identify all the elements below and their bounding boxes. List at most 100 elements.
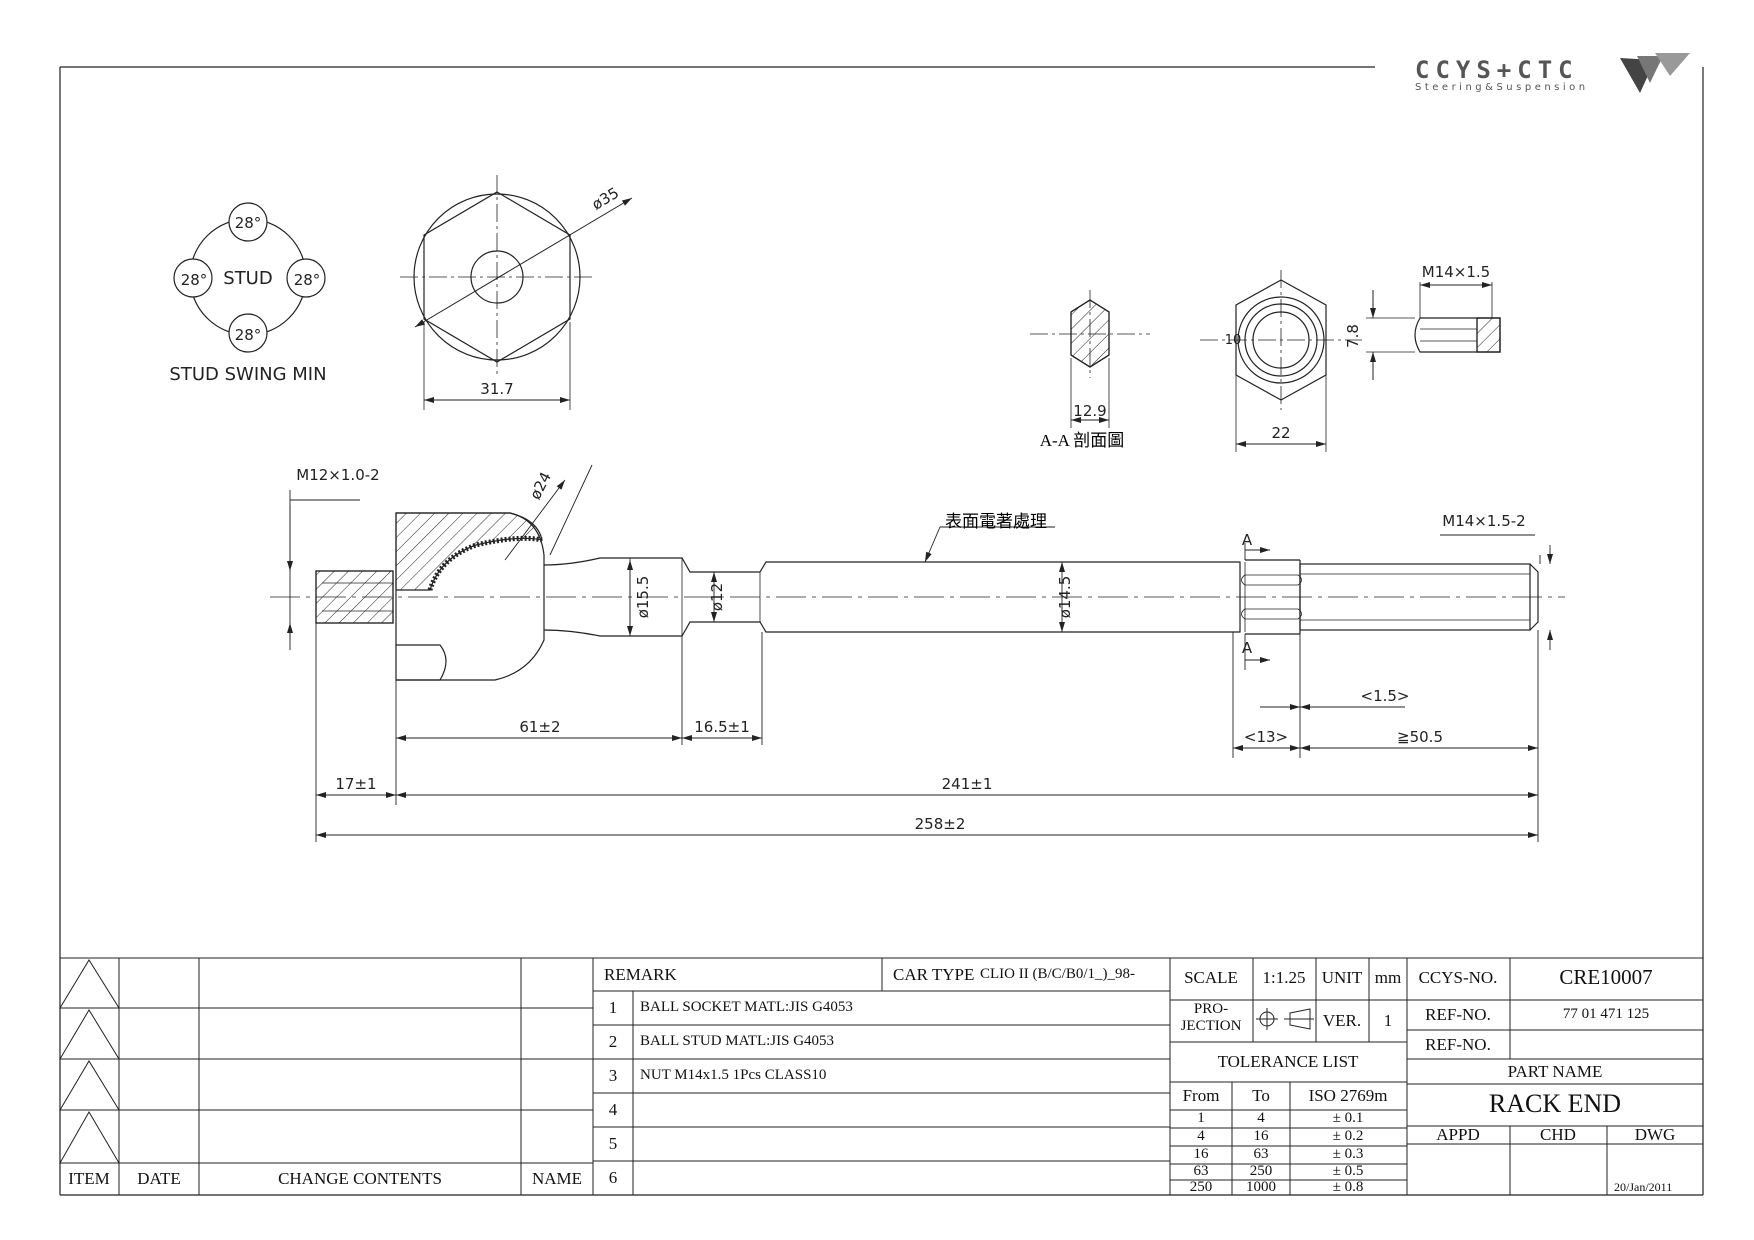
nut-front-view (1200, 270, 1362, 452)
revision-header-item: ITEM (68, 1169, 110, 1188)
dwg-label: DWG (1634, 1125, 1676, 1144)
unit-value: mm (1374, 968, 1402, 987)
tolerance-title: TOLERANCE LIST (1217, 1052, 1359, 1071)
tolerance-value-2: ± 0.2 (1332, 1128, 1364, 1144)
tolerance-from-2: 4 (1197, 1128, 1205, 1144)
dim-13-label: <13> (1244, 728, 1288, 746)
ver-label: VER. (1322, 1011, 1362, 1030)
projection-label-1: PRO- (1193, 1001, 1229, 1017)
left-thread-label: M12×1.0-2 (296, 466, 379, 484)
section-mark-top: A (1242, 531, 1253, 549)
remark-no-1: 1 (608, 998, 618, 1017)
ref-no-2-label: REF-NO. (1425, 1035, 1491, 1054)
tolerance-from-3: 16 (1193, 1146, 1209, 1162)
logo-tagline: Steering&Suspension (1415, 82, 1589, 93)
drawing-date: 20/Jan/2011 (1614, 1180, 1673, 1194)
nut-inner-label: 10 (1225, 333, 1242, 348)
section-width-label: 12.9 (1073, 402, 1106, 420)
remark-title: REMARK (604, 965, 677, 984)
tolerance-to-5: 1000 (1246, 1179, 1276, 1195)
nut-side-view (1366, 282, 1501, 380)
remark-no-5: 5 (608, 1134, 618, 1153)
logo-mark-icon (1620, 53, 1690, 93)
diameter-14-5-label: ø14.5 (1056, 576, 1074, 619)
ccys-no-value: CRE10007 (1559, 965, 1653, 989)
projection-label-2: JECTION (1180, 1018, 1242, 1034)
part-name-value: RACK END (1488, 1089, 1622, 1118)
dim-17-label: 17±1 (335, 775, 376, 793)
ref-no-label: REF-NO. (1425, 1005, 1491, 1024)
scale-value: 1:1.25 (1262, 968, 1306, 987)
revision-header-contents: CHANGE CONTENTS (278, 1169, 442, 1188)
remark-no-2: 2 (608, 1032, 618, 1051)
dim-1-5-label: <1.5> (1361, 687, 1410, 705)
ref-no-value: 77 01 471 125 (1562, 1006, 1650, 1022)
tolerance-value-1: ± 0.1 (1332, 1110, 1364, 1126)
scale-label: SCALE (1184, 968, 1238, 987)
car-type-value: CLIO II (B/C/B0/1_)_98- (980, 966, 1135, 982)
tolerance-value-5: ± 0.8 (1332, 1179, 1364, 1195)
unit-label: UNIT (1321, 968, 1363, 987)
tolerance-header-iso: ISO 2769m (1308, 1086, 1388, 1105)
hex-end-view (400, 175, 633, 410)
stud-swing-label: STUD SWING MIN (169, 364, 326, 385)
remark-no-4: 4 (608, 1100, 618, 1119)
title-block-grid (59, 957, 1703, 1195)
section-a-a-view (1030, 290, 1150, 428)
section-mark-bottom: A (1242, 639, 1253, 657)
stud-center-label: STUD (223, 268, 272, 289)
main-dimension-lines (287, 464, 1553, 842)
ver-value: 1 (1383, 1011, 1393, 1030)
appd-label: APPD (1436, 1125, 1480, 1144)
hex-width-label: 31.7 (480, 380, 513, 398)
stud-angle-right: 28° (294, 271, 321, 289)
diameter-15-5-label: ø15.5 (634, 576, 652, 619)
remark-no-3: 3 (608, 1066, 618, 1085)
nut-thread-label: M14×1.5 (1422, 263, 1490, 281)
ccys-no-label: CCYS-NO. (1418, 968, 1498, 987)
remark-text-2: BALL STUD MATL:JIS G4053 (640, 1033, 835, 1049)
dim-61-label: 61±2 (519, 718, 560, 736)
remark-text-3: NUT M14x1.5 1Pcs CLASS10 (640, 1067, 827, 1083)
projection-symbol-icon (1256, 1008, 1314, 1030)
tolerance-to-1: 4 (1257, 1110, 1265, 1126)
right-thread-label: M14×1.5-2 (1442, 512, 1525, 530)
stud-angle-top: 28° (235, 214, 262, 232)
chd-label: CHD (1540, 1125, 1576, 1144)
tolerance-header-from: From (1182, 1086, 1220, 1105)
stud-angle-left: 28° (181, 271, 208, 289)
brand-logo: CCYS+CTC Steering&Suspension (1415, 56, 1589, 93)
part-name-label: PART NAME (1507, 1062, 1603, 1081)
nut-width-label: 22 (1271, 424, 1290, 442)
tolerance-from-4: 63 (1193, 1163, 1209, 1179)
tolerance-header-to: To (1252, 1086, 1270, 1105)
remark-text-1: BALL SOCKET MATL:JIS G4053 (640, 999, 853, 1015)
logo-wordmark: CCYS+CTC (1415, 56, 1579, 84)
sheet-border (59, 66, 1704, 1196)
tolerance-from-5: 250 (1189, 1179, 1213, 1195)
remark-no-6: 6 (608, 1168, 618, 1187)
diameter-12-label: ø12 (708, 583, 726, 611)
revision-header-name: NAME (531, 1169, 583, 1188)
tolerance-to-2: 16 (1253, 1128, 1269, 1144)
revision-header-date: DATE (137, 1169, 181, 1188)
rack-end-main-view (270, 512, 1565, 681)
dim-50-5-label: ≧50.5 (1397, 728, 1443, 746)
stud-swing-view (173, 202, 326, 353)
ball-diameter-label: ø24 (526, 469, 555, 502)
tolerance-value-4: ± 0.5 (1332, 1163, 1364, 1179)
hex-diameter-label: ø35 (589, 184, 622, 214)
surface-note: 表面電著處理 (945, 512, 1047, 531)
car-type-label: CAR TYPE (893, 965, 975, 984)
dim-16-5-label: 16.5±1 (694, 718, 750, 736)
tolerance-to-3: 63 (1253, 1146, 1269, 1162)
tolerance-to-4: 250 (1249, 1163, 1273, 1179)
tolerance-from-1: 1 (1197, 1110, 1205, 1126)
section-title: A-A 剖面圖 (1040, 431, 1125, 450)
tolerance-value-3: ± 0.3 (1332, 1146, 1364, 1162)
stud-angle-bottom: 28° (235, 326, 262, 344)
nut-height-label: 7.8 (1344, 324, 1362, 348)
dim-258-label: 258±2 (915, 815, 966, 833)
dim-241-label: 241±1 (942, 775, 993, 793)
